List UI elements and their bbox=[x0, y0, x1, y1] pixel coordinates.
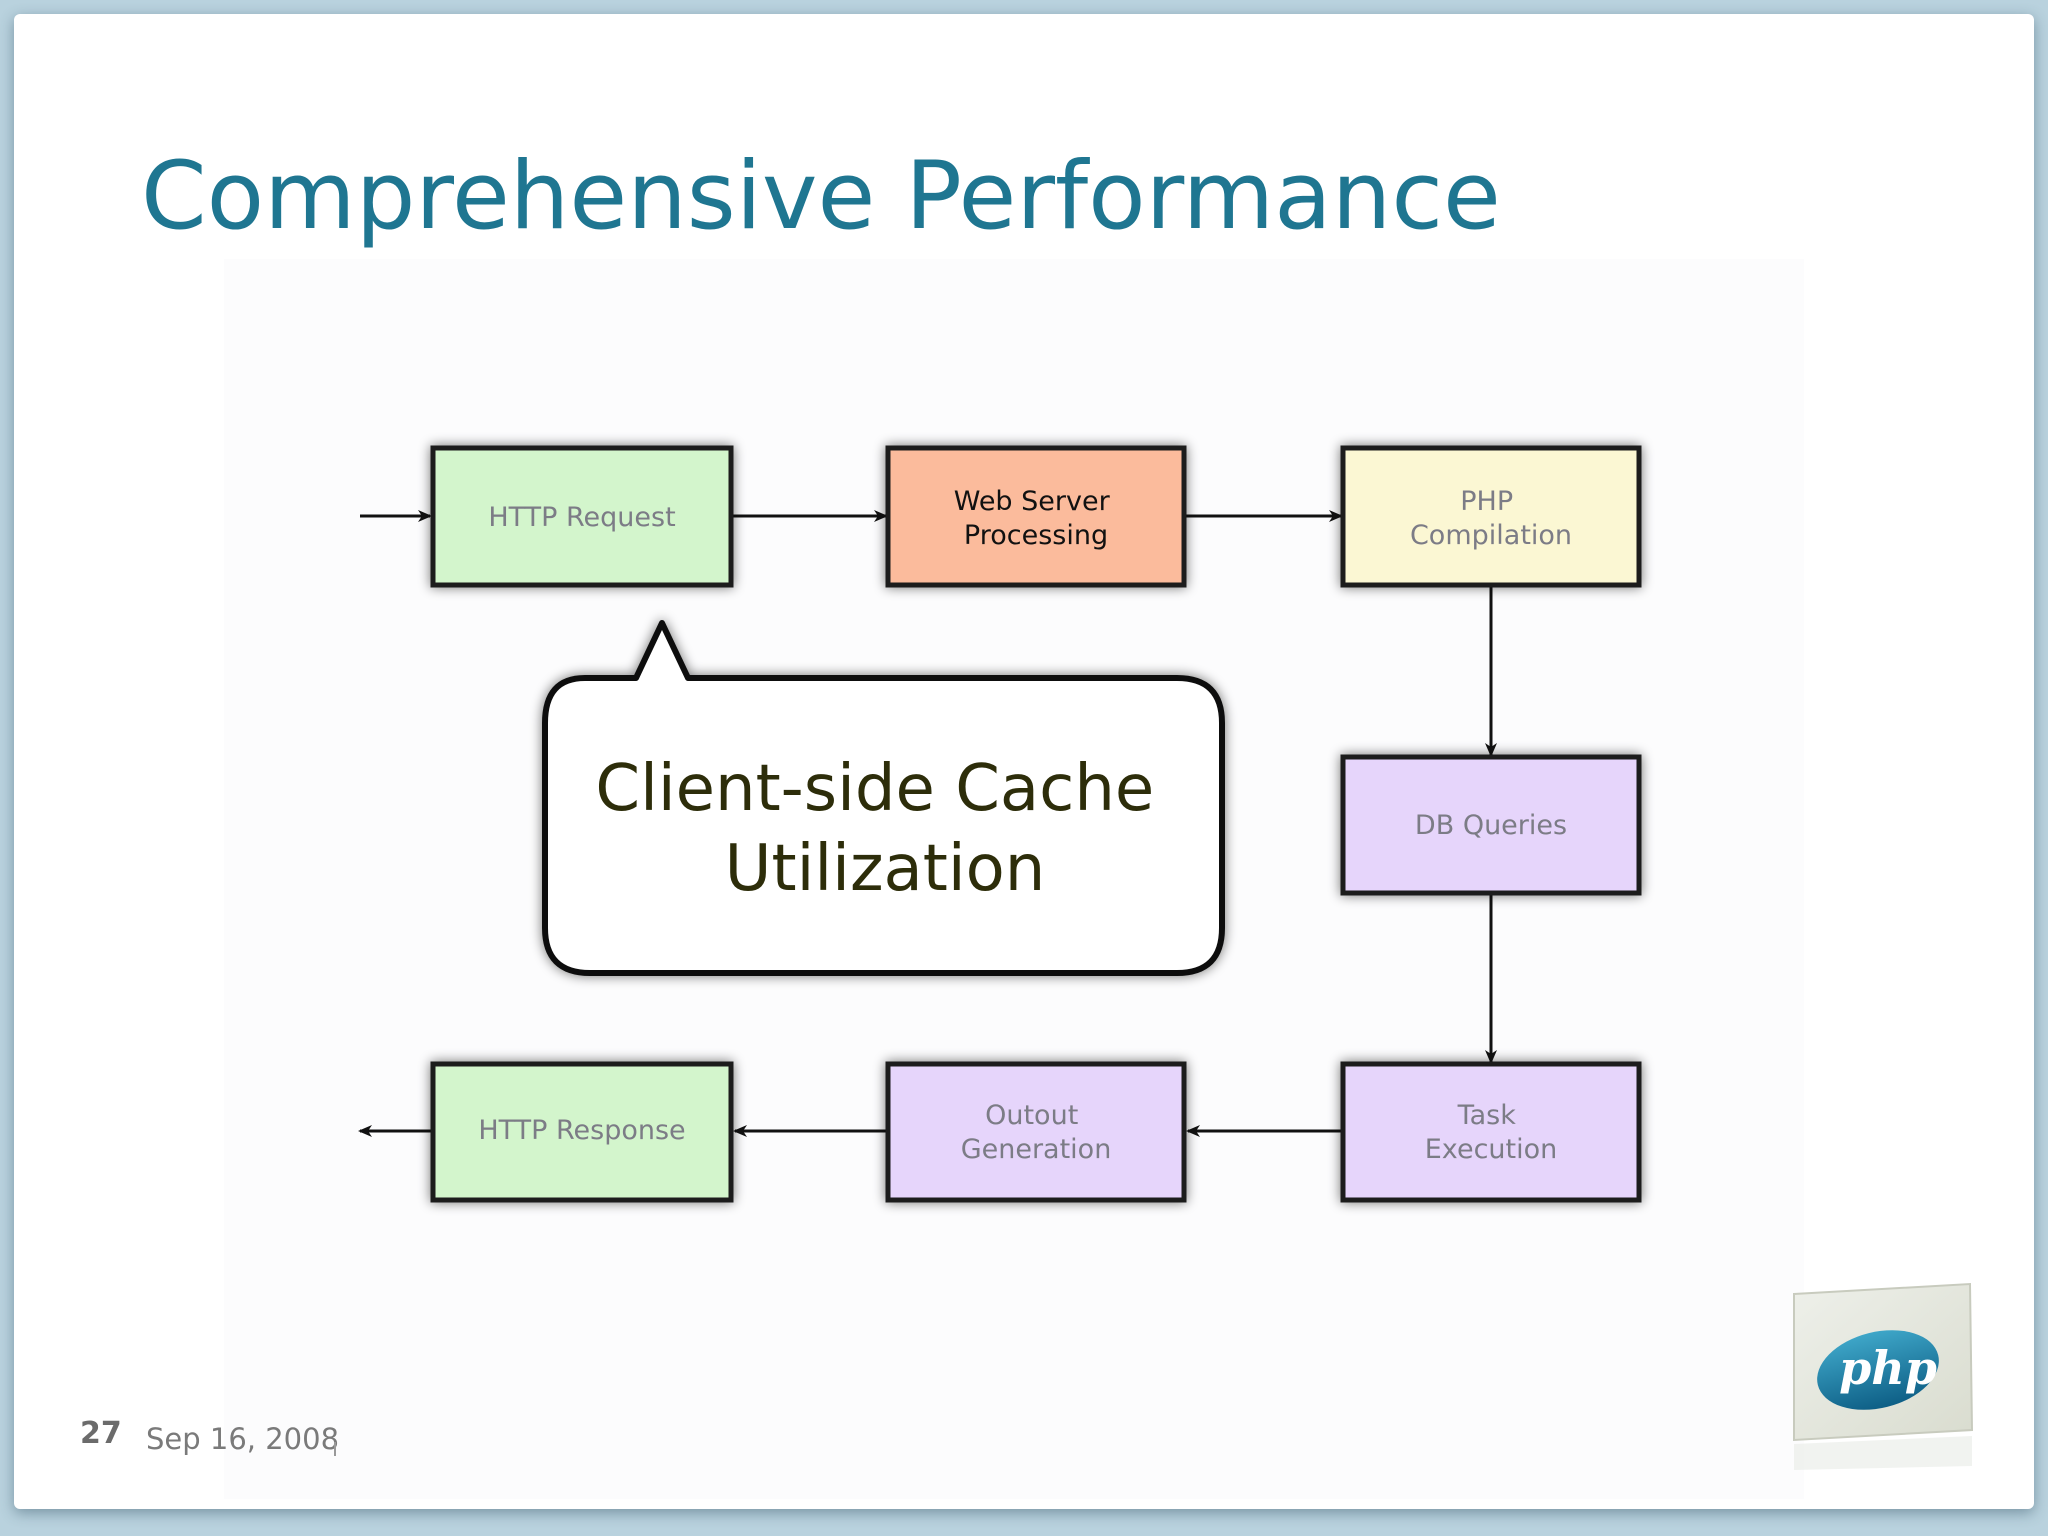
node-label: Task bbox=[1457, 1100, 1517, 1131]
slide-number: 27 bbox=[80, 1416, 122, 1451]
node-label: Web Server bbox=[954, 486, 1111, 517]
svg-text:Outout Generation: Outout Generation bbox=[961, 1100, 1112, 1165]
zend-php-logo-icon: php bbox=[1793, 1282, 1974, 1470]
node-output-generation: Outout Generation bbox=[885, 1061, 1187, 1203]
node-label: Outout bbox=[985, 1100, 1078, 1131]
node-label: PHP bbox=[1460, 486, 1513, 517]
node-task-execution: Task Execution bbox=[1340, 1061, 1642, 1203]
node-php-compilation: PHP Compilation bbox=[1340, 445, 1642, 588]
svg-text:DB Queries: DB Queries bbox=[1415, 810, 1567, 841]
svg-text:HTTP Request: HTTP Request bbox=[488, 502, 675, 533]
node-web-server-processing: Web Server Processing bbox=[885, 445, 1187, 588]
node-http-response: HTTP Response bbox=[430, 1061, 734, 1203]
node-label: HTTP Request bbox=[488, 502, 675, 533]
node-label: Compilation bbox=[1410, 520, 1572, 551]
node-label: DB Queries bbox=[1415, 810, 1567, 841]
footer-divider bbox=[334, 1442, 336, 1456]
node-label: Generation bbox=[961, 1134, 1112, 1165]
svg-text:HTTP Response: HTTP Response bbox=[478, 1115, 685, 1146]
svg-text:Web Server Processing: Web Server Processing bbox=[954, 486, 1119, 551]
node-label: Execution bbox=[1425, 1134, 1558, 1165]
svg-text:PHP Compilation: PHP Compilation bbox=[1410, 486, 1572, 551]
slide-date: Sep 16, 2008 bbox=[146, 1422, 340, 1456]
node-label: Processing bbox=[964, 520, 1108, 551]
callout-text-line: Client-side Cache bbox=[595, 752, 1154, 826]
callout-bubble: Client-side Cache Utilization bbox=[542, 620, 1225, 976]
node-label: HTTP Response bbox=[478, 1115, 685, 1146]
slide-title: Comprehensive Performance bbox=[141, 142, 1501, 251]
node-http-request: HTTP Request bbox=[430, 445, 734, 588]
logo-text: php bbox=[1839, 1341, 1937, 1395]
node-db-queries: DB Queries bbox=[1340, 754, 1642, 896]
callout-text-line: Utilization bbox=[725, 832, 1046, 906]
svg-text:Client-side Cache Utiliz: Client-side Cache Utilization bbox=[595, 752, 1174, 906]
svg-text:Task Execution: Task Execution bbox=[1425, 1100, 1558, 1165]
